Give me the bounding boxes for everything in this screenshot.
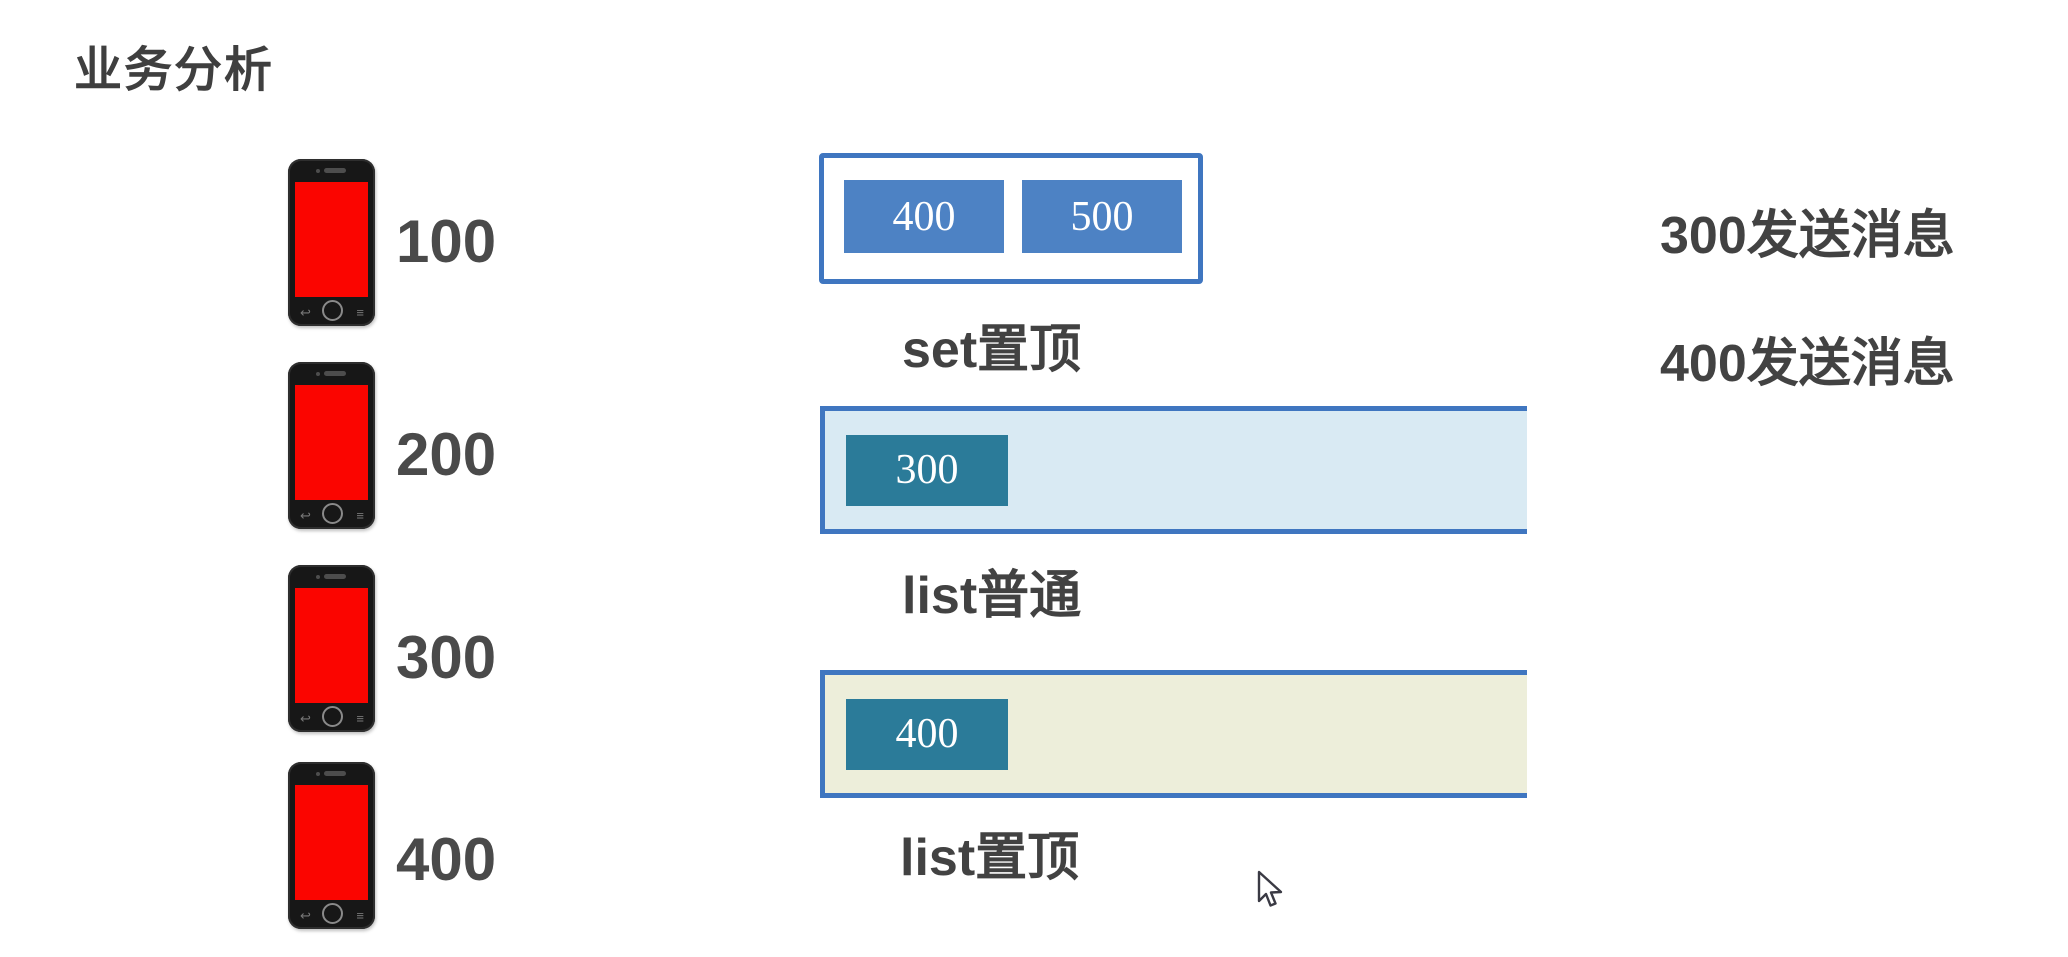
set-item-500-value: 500 (1070, 193, 1134, 240)
speaker-icon (323, 771, 346, 776)
speaker-icon (323, 371, 346, 376)
phone-screen (295, 182, 368, 297)
menu-icon: ≡ (356, 908, 364, 923)
set-top-caption: set置顶 (902, 321, 1082, 379)
menu-icon: ≡ (356, 305, 364, 320)
page-title: 业务分析 (74, 44, 275, 97)
phone-label-200: 200 (396, 421, 497, 488)
set-item-500: 500 (1022, 180, 1182, 253)
list-top-box: 400 (820, 670, 1527, 798)
set-item-400-value: 400 (892, 193, 956, 240)
set-top-box: 400 500 (819, 153, 1203, 284)
list-normal-caption: list普通 (902, 567, 1082, 625)
phone-label-300: 300 (396, 624, 497, 691)
phone-label-400: 400 (396, 826, 497, 893)
back-icon: ↩ (300, 305, 311, 320)
list-top-item-400-value: 400 (895, 711, 959, 757)
phone-screen (295, 785, 368, 900)
phone-icon: ↩ ≡ (288, 159, 375, 326)
annotation-300-send-message: 300发送消息 (1660, 207, 1955, 265)
menu-icon: ≡ (356, 508, 364, 523)
back-icon: ↩ (300, 908, 311, 923)
annotation-400-send-message: 400发送消息 (1660, 335, 1955, 393)
phone-label-100: 100 (396, 208, 497, 275)
set-item-400: 400 (844, 180, 1004, 253)
camera-dot-icon (316, 772, 320, 776)
phone-icon: ↩ ≡ (288, 565, 375, 732)
home-button-icon (321, 706, 343, 727)
camera-dot-icon (316, 372, 320, 376)
speaker-icon (323, 168, 346, 173)
phone-icon: ↩ ≡ (288, 362, 375, 529)
home-button-icon (321, 903, 343, 924)
home-button-icon (321, 503, 343, 524)
list-normal-item-300-value: 300 (895, 447, 959, 493)
home-button-icon (321, 300, 343, 321)
phone-screen (295, 385, 368, 500)
list-top-caption: list置顶 (900, 829, 1080, 887)
speaker-icon (323, 574, 346, 579)
list-normal-box: 300 (820, 406, 1527, 534)
phone-screen (295, 588, 368, 703)
mouse-cursor-icon (1257, 870, 1283, 907)
menu-icon: ≡ (356, 711, 364, 726)
phone-icon: ↩ ≡ (288, 762, 375, 929)
back-icon: ↩ (300, 508, 311, 523)
camera-dot-icon (316, 575, 320, 579)
list-normal-item-300: 300 (846, 434, 1008, 506)
list-top-item-400: 400 (846, 698, 1008, 770)
camera-dot-icon (316, 169, 320, 173)
back-icon: ↩ (300, 711, 311, 726)
